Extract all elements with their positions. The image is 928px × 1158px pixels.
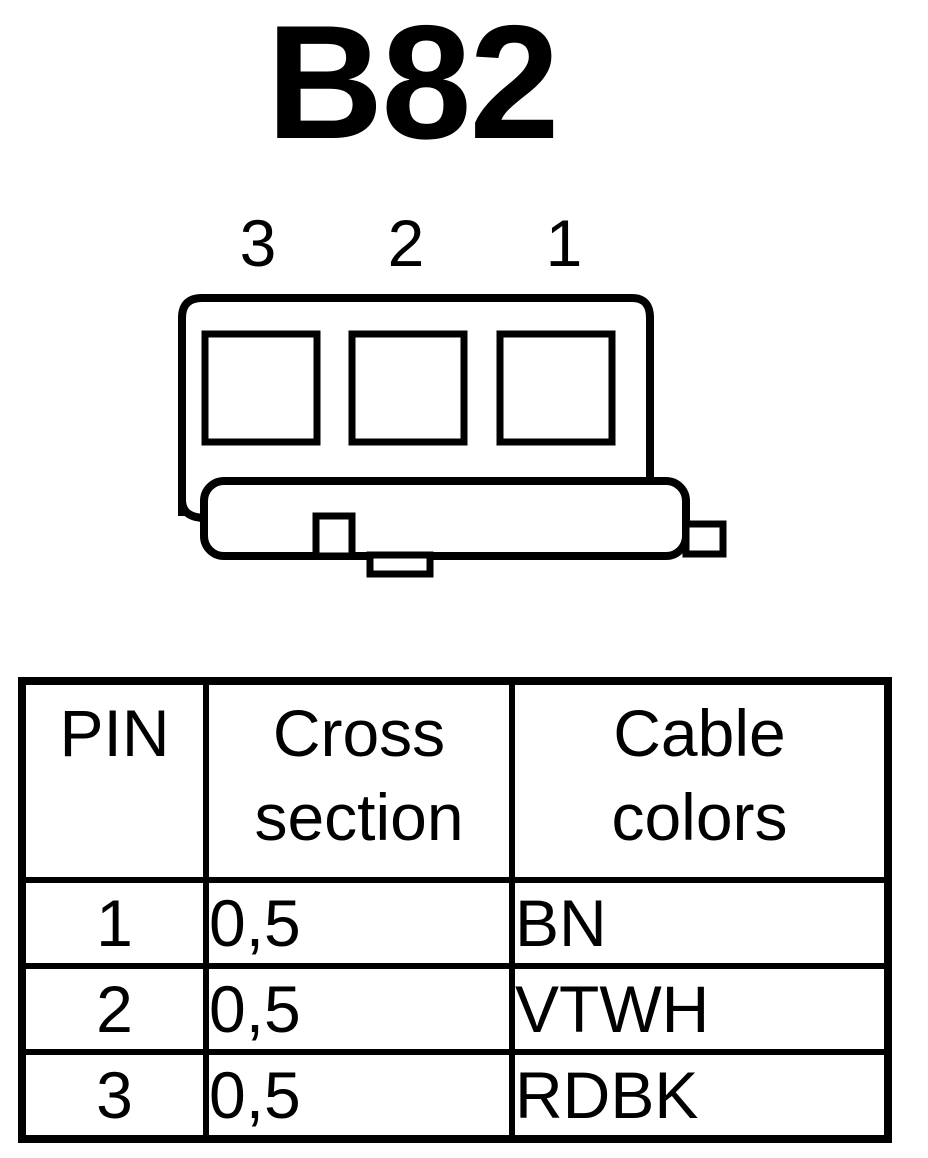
cross-section-value: 0,5 (203, 963, 515, 1055)
table-row: 1 0,5 BN (19, 877, 891, 969)
latch-tab-right (682, 520, 727, 558)
cross-section-value: 0,5 (203, 877, 515, 969)
pin-cavity-3 (201, 330, 321, 446)
pin-table: PIN Cross section Cable colors 1 0,5 BN … (18, 677, 892, 1143)
pin-label-2: 2 (388, 206, 425, 280)
pin-number: 1 (19, 877, 209, 969)
latch-notch (312, 512, 356, 560)
table-header-row: PIN Cross section Cable colors (19, 678, 891, 883)
table-row: 3 0,5 RDBK (19, 1049, 891, 1142)
table-row: 2 0,5 VTWH (19, 963, 891, 1055)
connector-drawing: 3 2 1 (178, 206, 727, 578)
latch-bottom-tab (366, 551, 434, 578)
cable-color-value: BN (509, 877, 891, 969)
pin-label-3: 3 (240, 206, 277, 280)
pin-cavity-1 (496, 330, 616, 446)
cable-color-value: RDBK (509, 1049, 891, 1142)
pin-cavity-2 (348, 330, 468, 446)
pin-number: 2 (19, 963, 209, 1055)
pin-label-1: 1 (546, 206, 583, 280)
connector-title: B82 (266, 0, 559, 173)
header-pin: PIN (19, 678, 209, 883)
connector-latch (200, 477, 690, 560)
header-cable-colors: Cable colors (509, 678, 891, 883)
connector-housing (178, 294, 654, 516)
cable-color-value: VTWH (509, 963, 891, 1055)
pin-number: 3 (19, 1049, 209, 1142)
header-cross-section: Cross section (203, 678, 515, 883)
cross-section-value: 0,5 (203, 1049, 515, 1142)
